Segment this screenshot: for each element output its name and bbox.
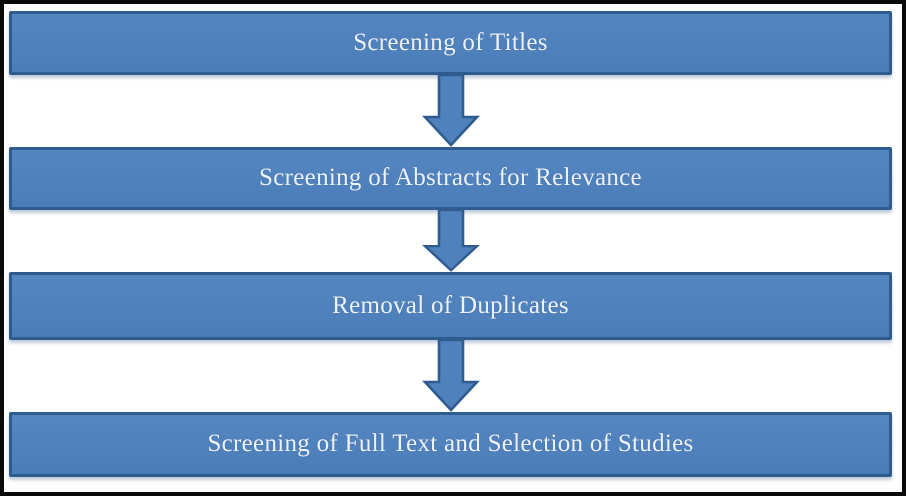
connector-row [9,340,892,412]
flowchart-step-fulltext-selection: Screening of Full Text and Selection of … [9,412,892,477]
step-label: Screening of Abstracts for Relevance [259,164,642,191]
connector-row [9,210,892,272]
step-label: Screening of Titles [353,28,548,56]
flowchart-step-screening-titles: Screening of Titles [9,11,892,75]
down-arrow-icon [421,340,480,412]
down-arrow-icon [421,75,480,147]
flowchart-step-removal-duplicates: Removal of Duplicates [9,272,892,340]
step-label: Removal of Duplicates [332,291,569,319]
down-arrow-icon [421,210,480,272]
flowchart-step-screening-abstracts: Screening of Abstracts for Relevance [9,147,892,210]
connector-row [9,75,892,147]
step-label: Screening of Full Text and Selection of … [207,430,694,457]
